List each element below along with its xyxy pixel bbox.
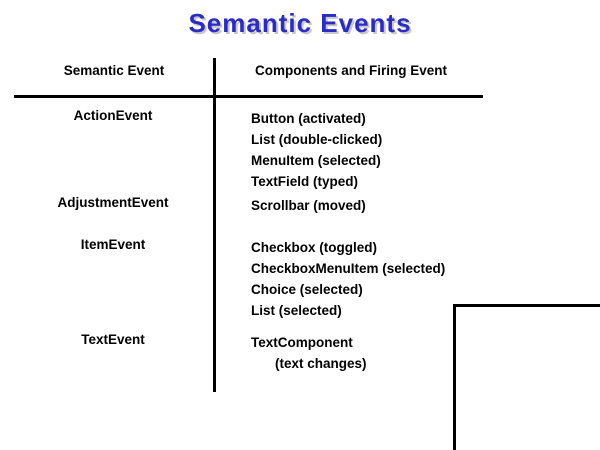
list-item: TextComponent [251,335,353,350]
event-name: AdjustmentEvent [57,195,169,210]
event-name: TextEvent [81,332,145,347]
list-item: Choice (selected) [251,282,363,297]
table-column-divider [213,58,216,392]
list-item: List (double-clicked) [251,132,383,147]
list-item: MenuItem (selected) [251,153,381,168]
event-components-list: Button (activated) List (double-clicked)… [251,108,501,192]
corner-frame-vertical-edge [453,304,456,450]
event-components-list: TextComponent (text changes) [251,332,501,374]
event-name: ActionEvent [73,108,153,123]
list-item: (text changes) [275,356,367,371]
semantic-events-table: Semantic Event Components and Firing Eve… [14,56,484,396]
table-header-rule [14,95,483,98]
list-item: List (selected) [251,303,342,318]
corner-frame-horizontal-edge [453,304,600,307]
list-item: Scrollbar (moved) [251,198,366,213]
list-item: Button (activated) [251,111,366,126]
table-column-header-components: Components and Firing Event [254,63,447,78]
page-title: Semantic Events [188,8,412,38]
list-item: CheckboxMenuItem (selected) [251,261,446,276]
table-column-header-semantic-event: Semantic Event [63,63,165,78]
event-name: ItemEvent [80,237,146,252]
event-components-list: Scrollbar (moved) [251,195,501,216]
list-item: TextField (typed) [251,174,359,189]
event-components-list: Checkbox (toggled) CheckboxMenuItem (sel… [251,237,501,321]
list-item: Checkbox (toggled) [251,240,378,255]
